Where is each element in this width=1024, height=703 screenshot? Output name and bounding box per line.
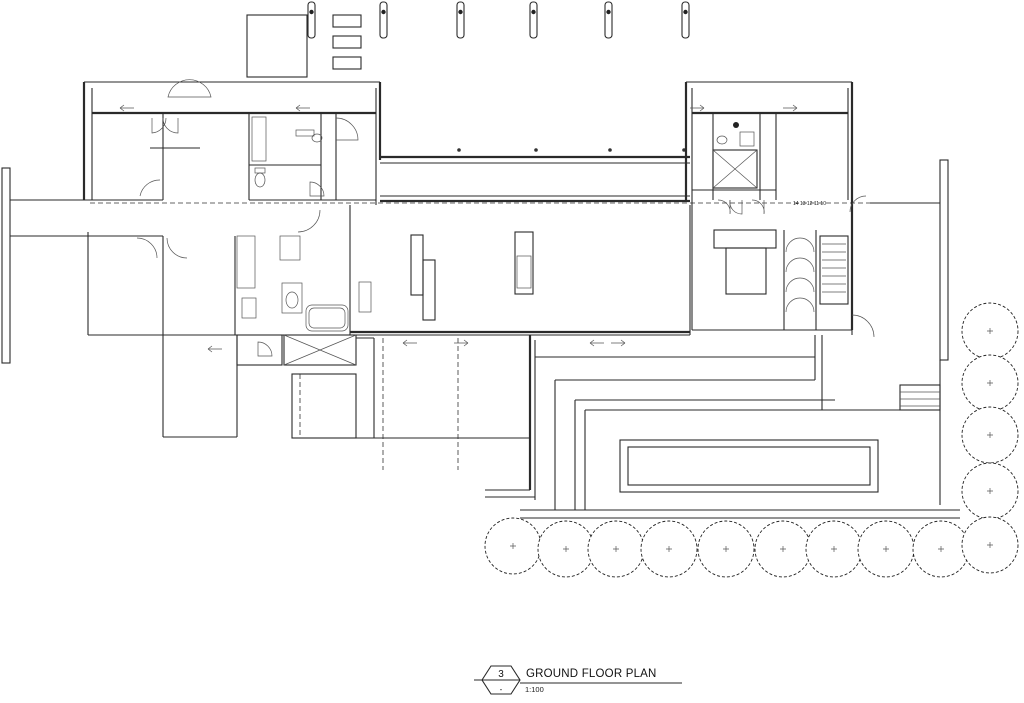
- trees: [484, 302, 1019, 578]
- tree-symbol: [537, 520, 595, 578]
- central-gallery: [90, 148, 870, 204]
- sheet-reference: -: [499, 685, 503, 694]
- site-features-top: [246, 1, 690, 78]
- pool: [619, 439, 879, 493]
- tree-symbol: [912, 520, 970, 578]
- tree-symbol: [961, 516, 1019, 574]
- tree-symbol: [857, 520, 915, 578]
- tree-symbol: [587, 520, 645, 578]
- view-number: 3: [498, 669, 504, 680]
- left-balustrade: [1, 167, 92, 364]
- tree-symbol: [484, 517, 542, 575]
- tree-symbol: [754, 520, 812, 578]
- tree-symbol: [961, 354, 1019, 412]
- tree-symbol: [805, 520, 863, 578]
- tree-symbol: [961, 462, 1019, 520]
- post-markers: [307, 1, 690, 39]
- title-block: [474, 665, 682, 695]
- drawing-scale: 1:100: [525, 685, 544, 694]
- tree-symbol: [961, 302, 1019, 360]
- terraces: [485, 335, 960, 519]
- tree-symbol: [697, 520, 755, 578]
- tree-symbol: [640, 520, 698, 578]
- drawing-title: GROUND FLOOR PLAN: [526, 668, 657, 680]
- right-wing: [589, 81, 875, 347]
- lower-left-block: [162, 334, 530, 470]
- right-balustrade: [870, 159, 949, 361]
- tree-symbol: [961, 406, 1019, 464]
- left-wing: [82, 79, 382, 205]
- living-space: [87, 205, 691, 336]
- stair: [819, 235, 849, 305]
- stair-step-numbers: 14 13 12 11 10: [793, 201, 826, 207]
